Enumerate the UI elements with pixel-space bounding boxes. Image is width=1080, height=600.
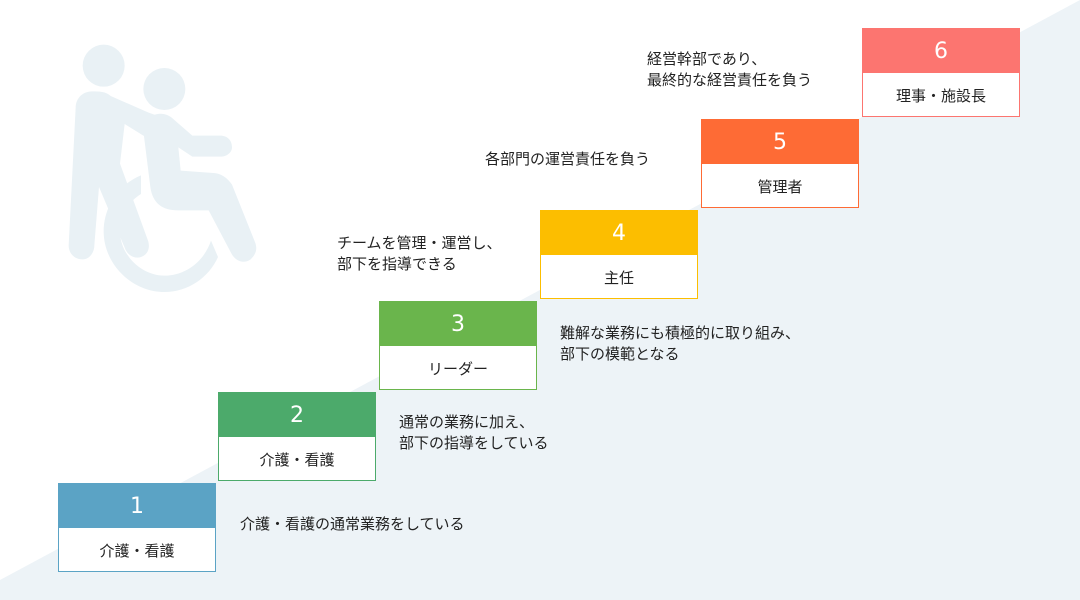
step-4-box: 4 主任 [540, 210, 698, 299]
step-6-number: 6 [863, 29, 1019, 73]
step-3-title: リーダー [427, 359, 488, 378]
step-6-title: 理事・施設長 [895, 86, 986, 105]
step-3-description: 難解な業務にも積極的に取り組み、 部下の模範となる [560, 324, 801, 363]
step-4-title: 主任 [603, 268, 634, 287]
step-1-description: 介護・看護の通常業務をしている [240, 515, 465, 533]
step-2-title: 介護・看護 [259, 450, 335, 469]
step-4-number: 4 [541, 211, 697, 255]
step-4-description: チームを管理・運営し、 部下を指導できる [337, 234, 502, 273]
step-5-description: 各部門の運営責任を負う [485, 150, 651, 168]
caregiver-wheelchair-icon [68, 44, 257, 292]
step-6-description: 経営幹部であり、 最終的な経営責任を負う [647, 50, 813, 89]
step-5-title: 管理者 [757, 177, 803, 196]
step-2-number: 2 [219, 393, 375, 437]
step-3-number: 3 [380, 302, 536, 346]
step-2-box: 2 介護・看護 [218, 392, 376, 481]
step-5-box: 5 管理者 [701, 119, 859, 208]
step-1-box: 1 介護・看護 [58, 483, 216, 572]
step-3-box: 3 リーダー [379, 301, 537, 390]
step-6-box: 6 理事・施設長 [862, 28, 1020, 117]
step-5-number: 5 [702, 120, 858, 164]
step-1-title: 介護・看護 [99, 541, 175, 560]
step-2-description: 通常の業務に加え、 部下の指導をしている [399, 413, 549, 452]
step-1-number: 1 [59, 484, 215, 528]
